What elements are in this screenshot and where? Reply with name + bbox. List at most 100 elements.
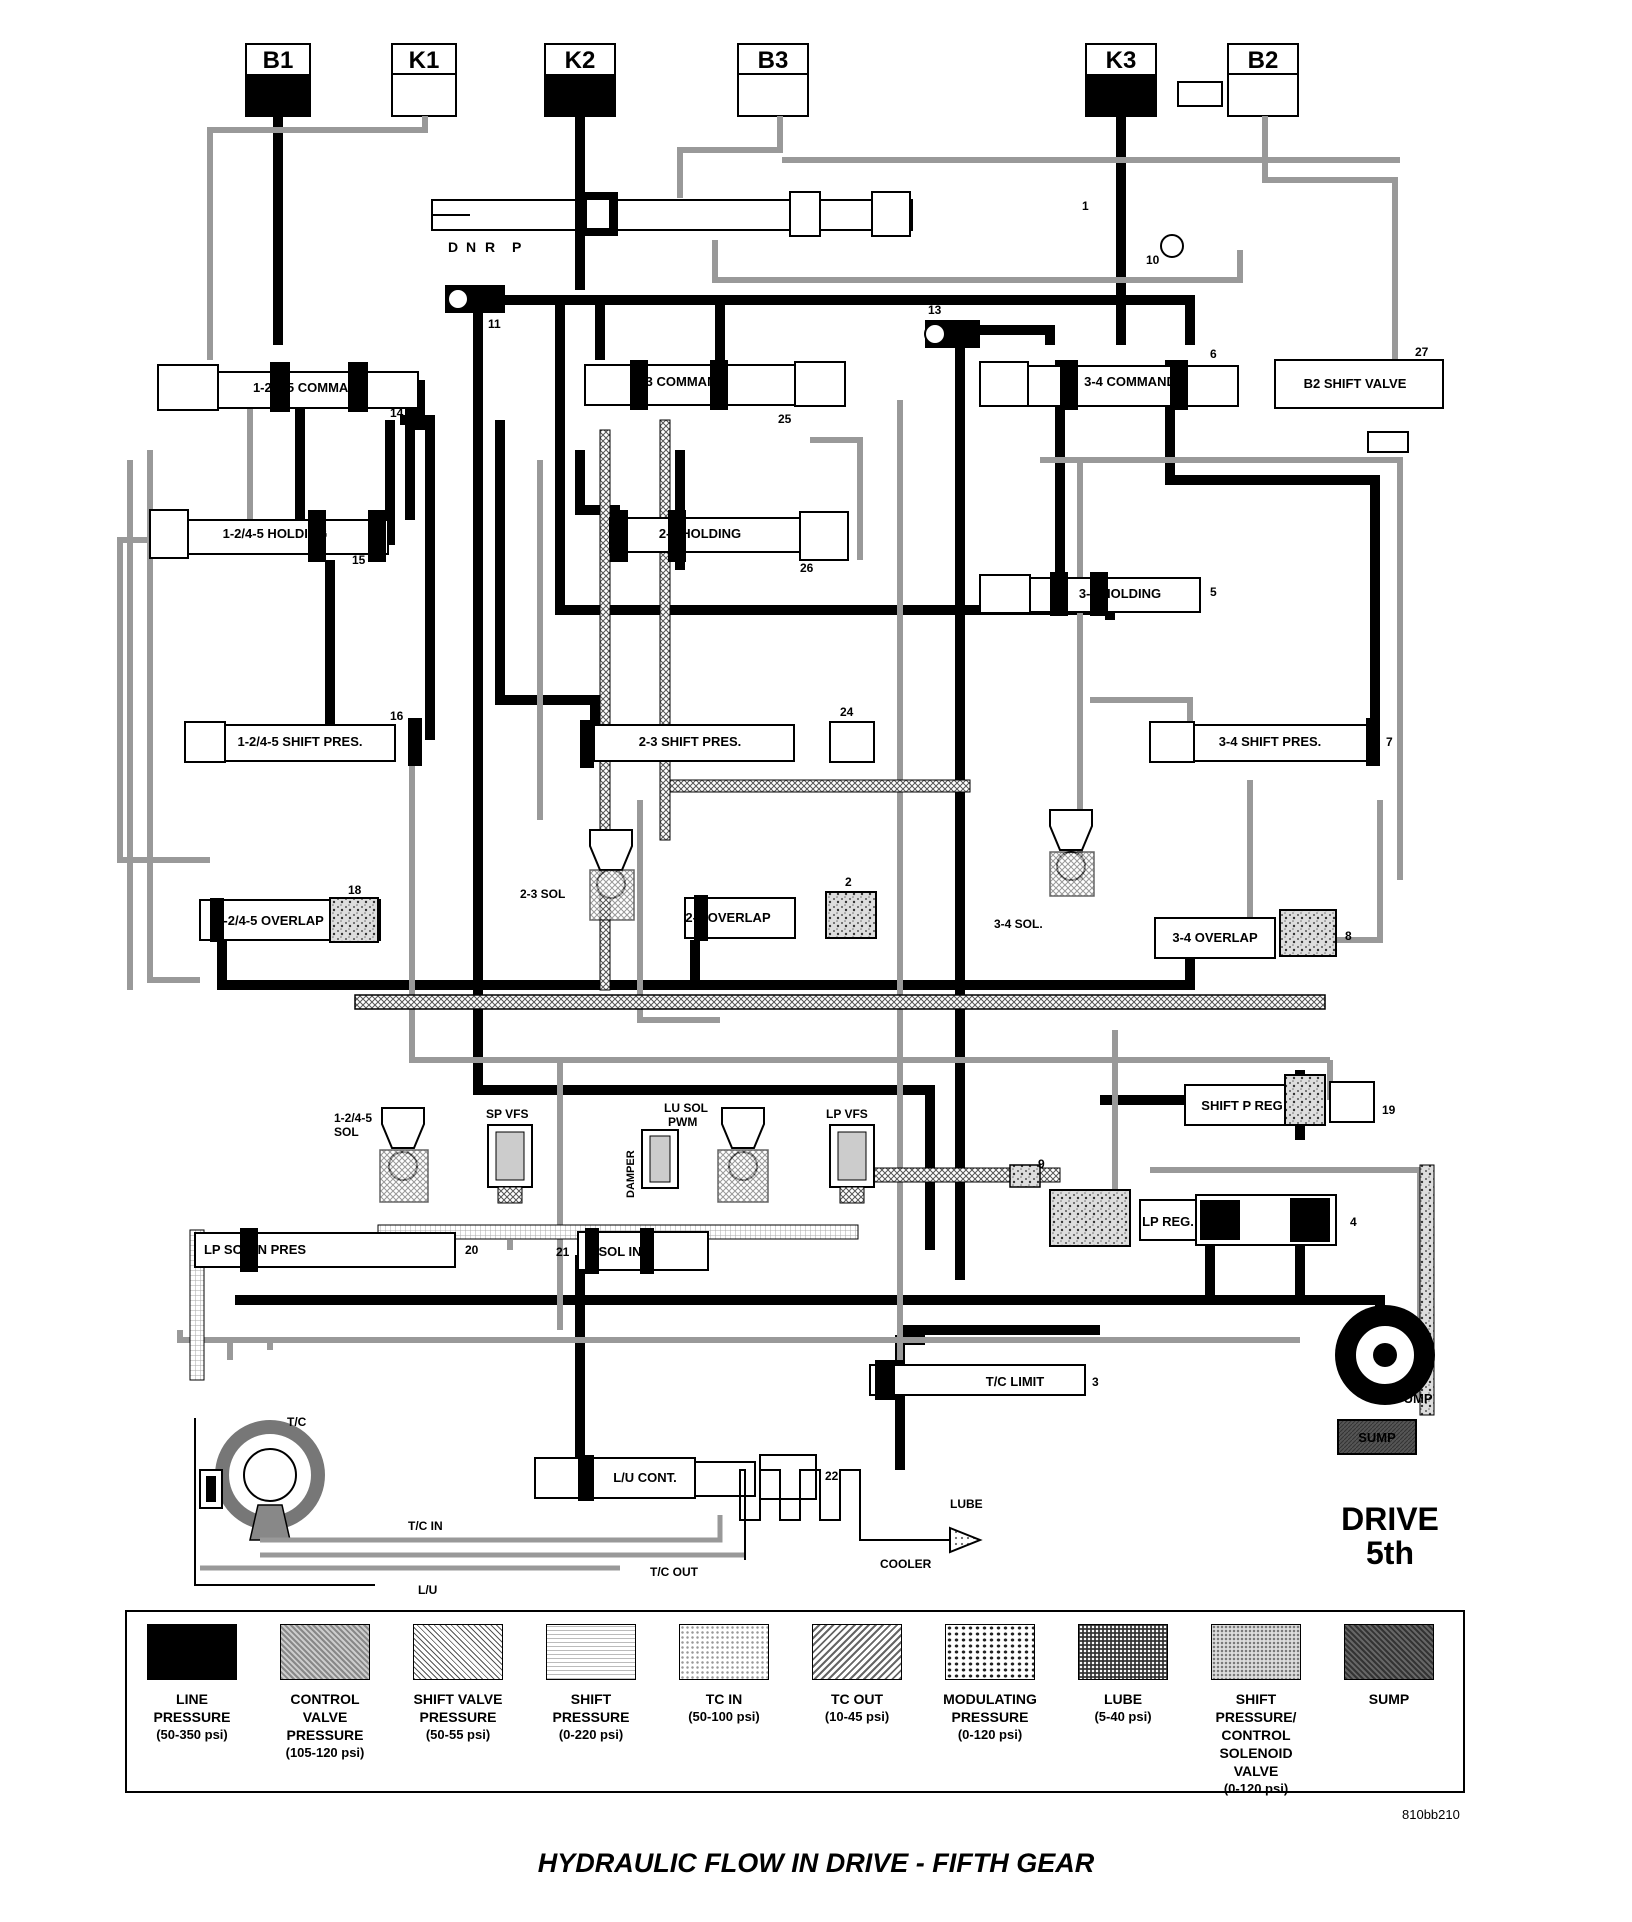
- check-ball-13: 13: [924, 303, 980, 348]
- label-1245-sol-a: 1-2/4-5: [334, 1111, 372, 1125]
- legend-item-shift: SHIFT PRESSURE(0-220 psi): [536, 1624, 646, 1744]
- label-23-sol: 2-3 SOL: [520, 887, 565, 901]
- legend-swatch-lube: [1078, 1624, 1168, 1680]
- legend-range: (5-40 psi): [1094, 1709, 1152, 1724]
- solenoid-lu-pwm: LU SOL PWM DAMPER: [625, 1101, 708, 1198]
- clutch-k3-label: K3: [1106, 47, 1137, 74]
- legend-swatch-line: [147, 1624, 237, 1680]
- num-21: 21: [556, 1245, 570, 1259]
- num-9: 9: [1038, 1157, 1045, 1171]
- label-tc-in: T/C IN: [408, 1519, 443, 1533]
- legend-item-tcout: TC OUT(10-45 psi): [802, 1624, 912, 1726]
- legend-swatch-shiftvalve: [413, 1624, 503, 1680]
- legend-swatch-sump: [1344, 1624, 1434, 1680]
- label-1245-overlap: 1-2/4-5 OVERLAP: [216, 913, 324, 928]
- label-tc-limit: T/C LIMIT: [986, 1374, 1045, 1389]
- valve-23-holding: 2-3 HOLDING 26: [609, 510, 849, 575]
- selector-r: R: [485, 239, 495, 255]
- pump: PUMP: [1335, 1305, 1435, 1406]
- legend-label: SUMP: [1368, 1691, 1410, 1707]
- clutch-b2-label: B2: [1248, 47, 1279, 74]
- legend-label: TC OUT: [830, 1691, 884, 1707]
- label-23-command: 2-3 COMMAND: [634, 374, 726, 389]
- label-pump: PUMP: [1395, 1391, 1433, 1406]
- label-1245-shift-pres: 1-2/4-5 SHIFT PRES.: [238, 734, 363, 749]
- valve-34-command: 3-4 COMMAND 6: [979, 347, 1239, 410]
- clutch-b2: B2: [1177, 43, 1299, 117]
- legend-range: (50-350 psi): [156, 1727, 228, 1742]
- valve-34-overlap: 3-4 OVERLAP 8: [1154, 909, 1352, 959]
- label-lu-sol-a: LU SOL: [664, 1101, 708, 1115]
- valve-34-shift-pres: 3-4 SHIFT PRES. 7: [1149, 718, 1393, 766]
- clutch-k3: K3: [1085, 43, 1157, 117]
- label-s-sol-in-p: S.SOL IN P: [586, 1244, 654, 1259]
- num-2: 2: [845, 875, 852, 889]
- legend-label: LUBE: [1103, 1691, 1143, 1707]
- clutch-k2-label: K2: [565, 47, 596, 74]
- legend-label: CONTROL VALVE PRESSURE: [286, 1691, 364, 1743]
- label-lp-vfs: LP VFS: [826, 1107, 868, 1121]
- drive-label-line2: 5th: [1366, 1535, 1414, 1571]
- solenoid-lu-pressure: [717, 1107, 769, 1203]
- check-ball-11: 11: [445, 285, 505, 331]
- torque-converter: T/C T/C IN T/C OUT L/U: [194, 1415, 699, 1597]
- label-sump: SUMP: [1358, 1430, 1396, 1445]
- num-26: 26: [800, 561, 814, 575]
- label-lp-reg: LP REG.: [1142, 1214, 1194, 1229]
- clutch-b3: B3: [737, 43, 809, 117]
- solenoid-sp-vfs: SP VFS: [486, 1107, 533, 1204]
- valve-1245-overlap: 1-2/4-5 OVERLAP 18: [199, 883, 381, 943]
- label-b2-shift: B2 SHIFT VALVE: [1304, 376, 1407, 391]
- valve-23-shift-pres: 2-3 SHIFT PRES. 24: [580, 705, 875, 768]
- label-23-holding: 2-3 HOLDING: [659, 526, 741, 541]
- num-7: 7: [1386, 735, 1393, 749]
- legend-swatch-modulating: [945, 1624, 1035, 1680]
- clutch-k1: K1: [391, 43, 457, 117]
- label-34-shift-pres: 3-4 SHIFT PRES.: [1219, 734, 1322, 749]
- valve-tc-limit: T/C LIMIT 3: [869, 1360, 1099, 1400]
- selector-n: N: [466, 239, 476, 255]
- label-lu-sol-b: PWM: [668, 1115, 697, 1129]
- valve-1245-shift-pres: 1-2/4-5 SHIFT PRES. 16: [184, 709, 422, 766]
- num-1: 1: [1082, 199, 1089, 213]
- num-8: 8: [1345, 929, 1352, 943]
- check-ball-9: 9: [1009, 1157, 1045, 1188]
- valve-lp-sol-in-pres: LP SOL IN PRES 20: [194, 1228, 479, 1272]
- label-23-shift-pres: 2-3 SHIFT PRES.: [639, 734, 742, 749]
- manual-valve: D N R P: [431, 191, 913, 255]
- legend-label: SHIFT VALVE PRESSURE: [413, 1691, 503, 1725]
- legend-swatch-tcout: [812, 1624, 902, 1680]
- valve-lu-cont: L/U CONT. 22: [534, 1454, 839, 1501]
- num-15: 15: [352, 553, 366, 567]
- legend-range: (105-120 psi): [285, 1745, 365, 1760]
- tc-lines: [200, 1515, 745, 1571]
- legend-range: (0-120 psi): [1223, 1781, 1289, 1796]
- valve-s-sol-in-p: S.SOL IN P 21: [556, 1228, 709, 1274]
- figure-caption: HYDRAULIC FLOW IN DRIVE - FIFTH GEAR: [537, 1848, 1095, 1878]
- legend-item-sump: SUMP: [1334, 1624, 1444, 1708]
- clutch-b1: B1: [245, 43, 311, 117]
- legend-swatch-tcin: [679, 1624, 769, 1680]
- valve-23-overlap: 2-3 OVERLAP 2: [684, 875, 877, 941]
- check-ball-10: 10 1: [1082, 199, 1184, 267]
- label-sp-vfs: SP VFS: [486, 1107, 528, 1121]
- label-damper: DAMPER: [625, 1150, 637, 1198]
- num-18: 18: [348, 883, 362, 897]
- legend-item-lube: LUBE (5-40 psi): [1068, 1624, 1178, 1726]
- label-34-holding: 3-4 HOLDING: [1079, 586, 1161, 601]
- label-1245-holding: 1-2/4-5 HOLDING: [223, 526, 328, 541]
- legend-item-modulating: MODULATING PRESSURE(0-120 psi): [935, 1624, 1045, 1744]
- legend-range: (0-220 psi): [558, 1727, 624, 1742]
- pressure-legend: LINE PRESSURE (50-350 psi) CONTROL VALVE P…: [125, 1610, 1465, 1796]
- legend-item-shiftsol: SHIFT PRESSURE/ CONTROL SOLENOID VALVE(0…: [1201, 1624, 1311, 1798]
- valve-lp-reg: LP REG. 4: [1049, 1189, 1357, 1247]
- label-lube: LUBE: [950, 1497, 983, 1511]
- num-22: 22: [825, 1469, 839, 1483]
- legend-item-line: LINE PRESSURE (50-350 psi): [137, 1624, 247, 1744]
- cooler: COOLER LUBE: [739, 1469, 983, 1571]
- shift-pressure-circuit: [117, 116, 1423, 1400]
- num-25: 25: [778, 412, 792, 426]
- selector-d: D: [448, 239, 458, 255]
- legend-label: LINE PRESSURE: [153, 1691, 231, 1725]
